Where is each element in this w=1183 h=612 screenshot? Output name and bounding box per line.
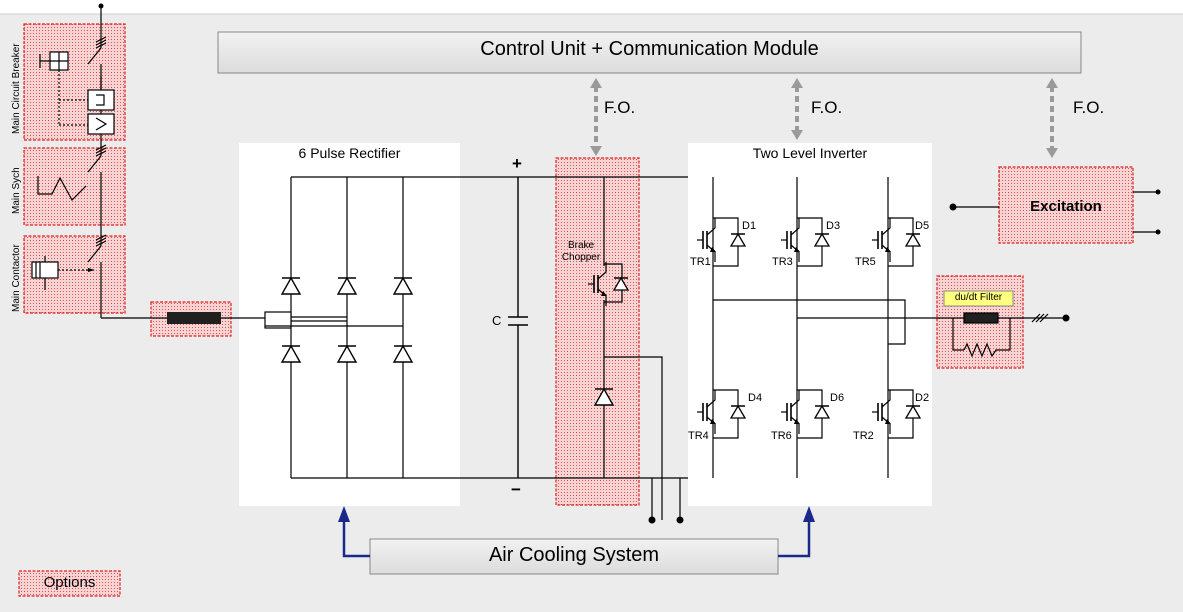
dudt-filter-circuit	[952, 312, 1066, 358]
fo-label-1: F.O.	[604, 98, 636, 117]
cooling-flow-arrows	[342, 518, 811, 558]
excitation-label: Excitation	[1030, 198, 1102, 215]
main-contactor-option	[23, 235, 126, 314]
inverter-panel	[688, 143, 932, 506]
main-synch-option	[23, 147, 126, 226]
air-cooling-label: Air Cooling System	[488, 544, 660, 566]
dc-capacitor	[508, 177, 528, 478]
control-unit-box	[217, 31, 1082, 74]
input-reactor	[167, 312, 221, 324]
d5-label: D5	[915, 220, 930, 232]
tr3-label: TR3	[772, 256, 793, 268]
brake-chopper-circuit	[603, 177, 681, 520]
dc-plus-label: +	[512, 154, 522, 173]
tr4-label: TR4	[688, 430, 709, 442]
inverter-label: Two Level Inverter	[752, 145, 868, 161]
dudt-filter-tag	[943, 290, 1014, 307]
d6-label: D6	[830, 392, 845, 404]
excitation-option	[998, 166, 1134, 244]
dc-minus-label: −	[511, 480, 521, 499]
capacitor-label: C	[492, 313, 502, 328]
tr6-label: TR6	[771, 430, 792, 442]
brake-chopper-label: Brake Chopper	[561, 240, 601, 263]
control-unit-label: Control Unit + Communication Module	[480, 38, 819, 60]
rectifier-label: 6 Pulse Rectifier	[298, 145, 401, 161]
tr2-label: TR2	[853, 430, 874, 442]
rectifier-bridge	[264, 176, 688, 479]
d2-label: D2	[915, 392, 930, 404]
main-breaker-label: Main Circuit Breaker	[11, 43, 22, 134]
fiber-optic-links	[594, 86, 1054, 150]
tr1-label: TR1	[690, 256, 711, 268]
fo-label-2: F.O.	[811, 98, 843, 117]
main-contactor-label: Main Contactor	[11, 244, 22, 312]
options-legend-label: Options	[43, 574, 96, 591]
input-switchgear	[31, 6, 265, 319]
d3-label: D3	[826, 220, 841, 232]
d1-label: D1	[742, 220, 757, 232]
tr5-label: TR5	[855, 256, 876, 268]
brake-chopper-option	[555, 157, 640, 506]
fo-label-3: F.O.	[1073, 98, 1105, 117]
d4-label: D4	[748, 392, 763, 404]
main-synch-label: Main Sych	[11, 167, 22, 214]
options-legend-box	[18, 570, 121, 597]
dudt-filter-label: du/dt Filter	[954, 292, 1003, 303]
excitation-connections	[953, 191, 1158, 233]
